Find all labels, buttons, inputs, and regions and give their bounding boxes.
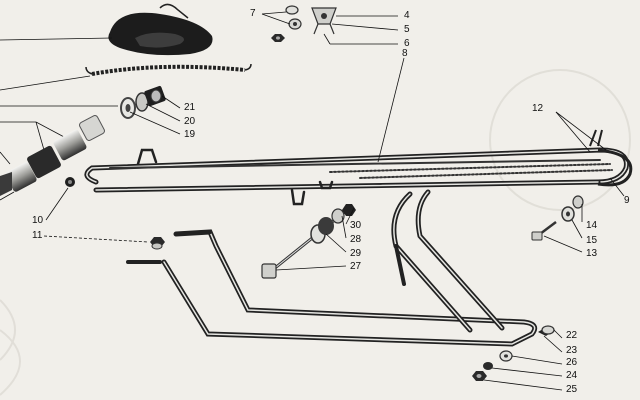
leader-line xyxy=(331,23,399,31)
lower-support-frame xyxy=(126,189,538,347)
callout-8: 8 xyxy=(402,48,408,59)
callout-22: 22 xyxy=(566,330,578,341)
leader-line xyxy=(543,235,583,253)
callout-4: 4 xyxy=(404,10,410,21)
leader-line xyxy=(553,329,563,339)
callout-25: 25 xyxy=(566,384,578,395)
lower-fastener-set xyxy=(472,325,555,381)
callout-26: 26 xyxy=(566,357,578,368)
callout-29: 29 xyxy=(350,248,362,259)
leader-line xyxy=(555,111,607,151)
leader-line xyxy=(345,207,355,225)
leader-line xyxy=(261,11,287,15)
callout-19: 19 xyxy=(184,129,196,140)
rear-end-cap xyxy=(589,129,633,187)
callout-14: 14 xyxy=(586,220,598,231)
mounting-bracket xyxy=(311,7,337,35)
leader-line xyxy=(511,355,563,365)
saddle-pad xyxy=(108,3,213,56)
leader-line xyxy=(129,111,181,135)
leader-line xyxy=(543,335,563,353)
callout-30: 30 xyxy=(350,220,362,231)
callout-5: 5 xyxy=(404,24,410,35)
leader-line xyxy=(377,57,405,163)
callout-21: 21 xyxy=(184,102,196,113)
long-bolt-assembly xyxy=(261,204,356,279)
leader-line xyxy=(491,367,563,377)
callout-27: 27 xyxy=(350,261,362,272)
leader-line xyxy=(0,151,11,165)
leader-line xyxy=(0,75,91,91)
leader-line xyxy=(43,235,149,243)
end-plug xyxy=(65,177,75,187)
leader-line xyxy=(609,177,625,197)
leader-line xyxy=(275,265,347,271)
callout-12: 12 xyxy=(532,103,544,114)
elastic-strap xyxy=(85,63,252,76)
small-bolt-set xyxy=(531,195,584,241)
leader-line xyxy=(35,121,67,139)
leader-line xyxy=(0,191,15,201)
nut-washer-set xyxy=(271,5,302,42)
washer-set xyxy=(120,85,166,119)
callout-20: 20 xyxy=(184,116,196,127)
callout-28: 28 xyxy=(350,234,362,245)
leader-line xyxy=(323,33,331,45)
hex-nut xyxy=(150,237,165,250)
callout-10: 10 xyxy=(32,215,44,226)
bushing-stack xyxy=(0,115,105,196)
leader-line xyxy=(571,219,583,239)
leader-line xyxy=(325,233,347,253)
leader-line xyxy=(145,103,181,122)
leader-line xyxy=(341,215,347,239)
callout-6: 6 xyxy=(404,38,410,49)
callout-9: 9 xyxy=(624,195,630,206)
leader-line xyxy=(555,111,591,153)
rack-frame xyxy=(84,147,629,206)
callout-23: 23 xyxy=(566,345,578,356)
callout-13: 13 xyxy=(586,248,598,259)
leader-line xyxy=(261,13,291,25)
leader-line xyxy=(0,37,113,41)
leader-line xyxy=(161,95,181,109)
callout-15: 15 xyxy=(586,235,598,246)
callout-7: 7 xyxy=(250,8,256,19)
leader-line xyxy=(483,379,563,391)
callout-24: 24 xyxy=(566,370,578,381)
background-scan-marks xyxy=(0,69,631,396)
leader-line xyxy=(35,121,45,151)
callout-11: 11 xyxy=(32,230,43,241)
leader-line xyxy=(45,187,69,221)
